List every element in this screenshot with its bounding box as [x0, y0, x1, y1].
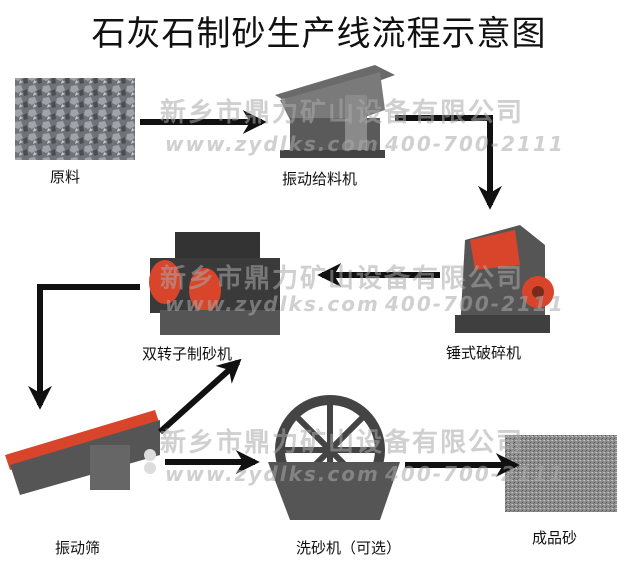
vibrating-feeder-image: [275, 65, 395, 158]
watermark-company: 新乡市鼎力矿山设备有限公司: [160, 428, 525, 458]
arrow-rotor-to-screen: [27, 284, 140, 410]
raw-material-image: [15, 78, 135, 160]
step-label-hammer: 锤式破碎机: [446, 344, 522, 362]
vibrating-screen-image: [5, 410, 160, 495]
finished-sand-image: [505, 435, 617, 512]
step-label-raw: 原料: [50, 168, 81, 186]
step-label-rotor: 双转子制砂机: [142, 345, 233, 363]
watermark-company: 新乡市鼎力矿山设备有限公司: [160, 98, 525, 128]
watermark-website: www.zydlks.com: [165, 292, 380, 316]
double-rotor-sand-maker-image: [149, 232, 280, 335]
watermark-phone: 400-700-2111: [385, 132, 565, 156]
watermark-phone: 400-700-2111: [385, 462, 565, 486]
step-label-feeder: 振动给料机: [282, 170, 358, 188]
diagram-title: 石灰石制砂生产线流程示意图: [91, 14, 547, 54]
hammer-crusher-image: [455, 225, 554, 333]
arrow-feeder-to-hammer: [395, 115, 502, 210]
watermark-website: www.zydlks.com: [165, 132, 380, 156]
step-label-product: 成品砂: [532, 529, 578, 547]
watermark-website: www.zydlks.com: [165, 462, 380, 486]
step-label-screen: 振动筛: [55, 539, 101, 557]
sand-washer-image: [268, 395, 400, 520]
watermark-phone: 400-700-2111: [385, 292, 565, 316]
step-label-washer: 洗砂机（可选）: [296, 539, 402, 557]
watermark-company: 新乡市鼎力矿山设备有限公司: [160, 264, 525, 294]
arrow-screen-to-rotor: [157, 358, 242, 435]
